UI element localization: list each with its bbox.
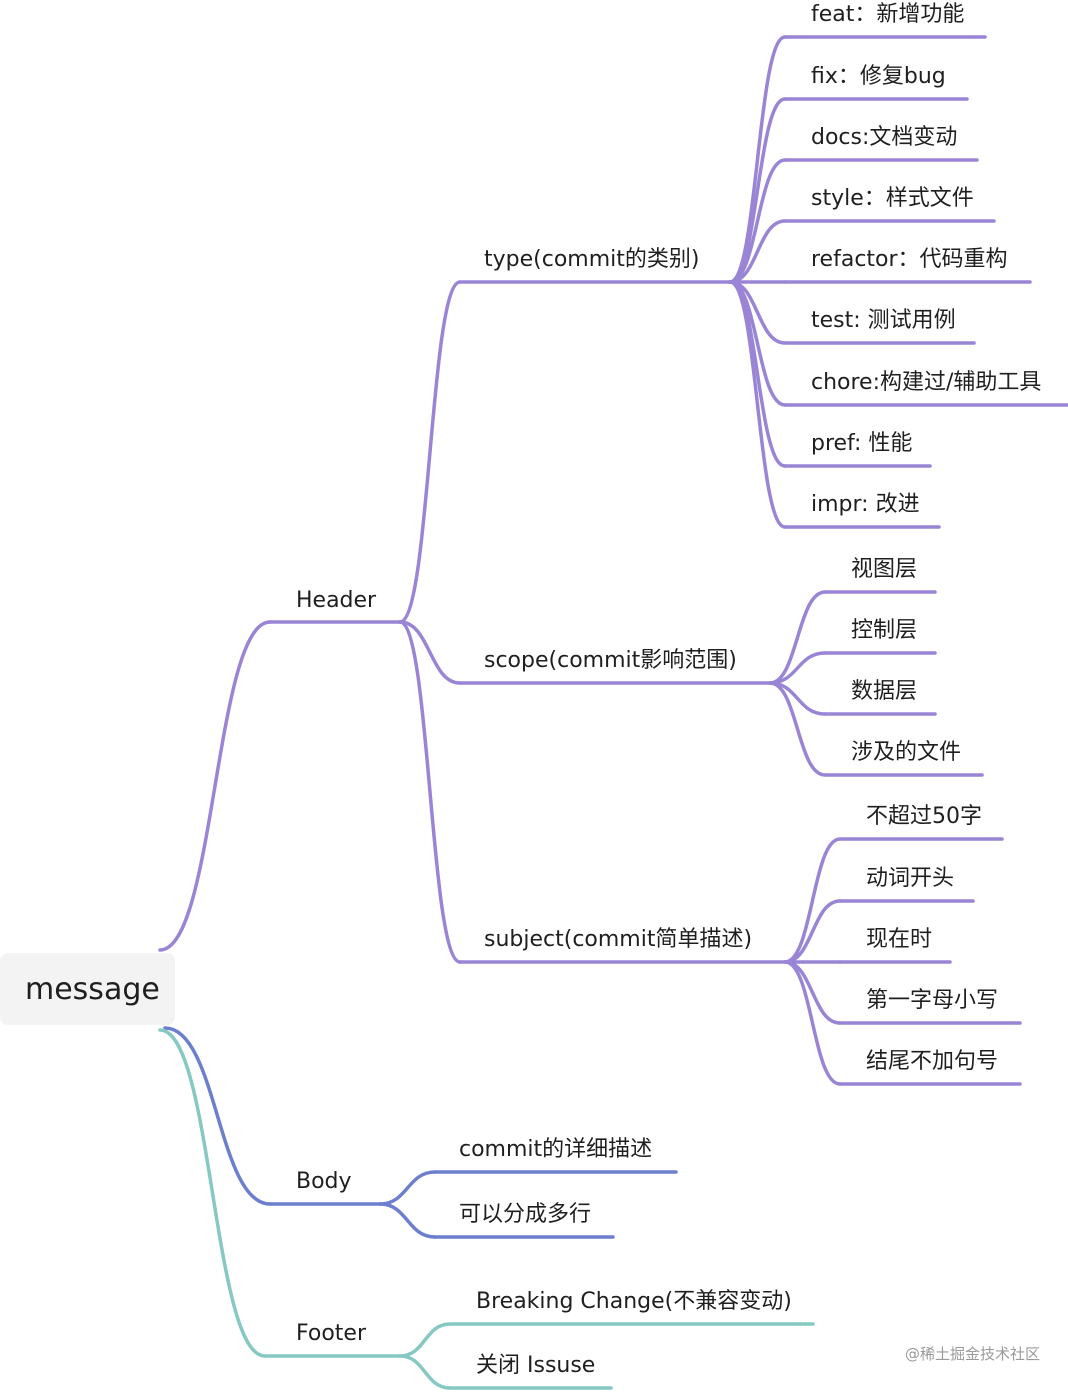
edge-type-item — [728, 35, 787, 284]
type-item-label: docs:文档变动 — [811, 125, 957, 150]
edge-subject-item — [783, 899, 842, 964]
edge-root-header — [158, 620, 272, 952]
root-node-box — [0, 953, 175, 1025]
edge-subject-item — [783, 960, 842, 1025]
scope-item-label: 控制层 — [851, 618, 917, 643]
edge-root-body — [163, 1026, 272, 1206]
scope-item-label: 涉及的文件 — [851, 740, 961, 765]
edge-type-item — [728, 158, 787, 284]
edge-root-footer — [158, 1028, 267, 1358]
subject-item-label: 动词开头 — [866, 866, 954, 891]
edge-footer-item — [398, 1322, 452, 1358]
node-scope: scope(commit影响范围) — [484, 648, 737, 673]
body-item-label: 可以分成多行 — [459, 1202, 591, 1227]
node-footer: Footer — [296, 1321, 367, 1346]
edge-scope-item — [768, 590, 827, 685]
type-item-label: chore:构建过/辅助工具 — [811, 370, 1041, 395]
node-body: Body — [296, 1169, 352, 1194]
edge-type-item — [728, 280, 787, 407]
edge-footer-item — [398, 1354, 452, 1390]
type-item-label: pref: 性能 — [811, 431, 912, 456]
edge-subject-item — [783, 837, 842, 964]
type-item-label: refactor：代码重构 — [811, 247, 1008, 272]
subject-item-label: 结尾不加句号 — [866, 1049, 998, 1074]
subject-item-label: 不超过50字 — [866, 804, 982, 829]
edge-type-item — [728, 219, 787, 284]
root-node-label: message — [25, 972, 160, 1007]
edge-header-type — [398, 280, 462, 624]
scope-item-label: 数据层 — [851, 679, 917, 704]
node-subject: subject(commit简单描述) — [484, 927, 752, 952]
subject-item-label: 第一字母小写 — [866, 988, 998, 1013]
type-item-label: style：样式文件 — [811, 186, 974, 211]
edge-type-item — [728, 280, 787, 529]
footer-item-label: Breaking Change(不兼容变动) — [476, 1289, 792, 1314]
type-item-label: feat：新增功能 — [811, 2, 964, 27]
node-header: Header — [296, 588, 377, 613]
node-type: type(commit的类别) — [484, 247, 699, 272]
edge-header-subject — [398, 620, 462, 964]
footer-item-label: 关闭 Issuse — [476, 1353, 595, 1378]
scope-item-label: 视图层 — [851, 557, 917, 582]
edge-body-item — [378, 1202, 437, 1239]
edge-subject-item — [783, 960, 842, 1086]
mindmap-edges — [158, 35, 1068, 1390]
subject-item-label: 现在时 — [866, 927, 932, 952]
body-item-label: commit的详细描述 — [459, 1137, 652, 1162]
edge-scope-item — [768, 681, 827, 777]
edge-body-item — [378, 1170, 437, 1206]
type-item-label: fix：修复bug — [811, 64, 946, 89]
type-item-label: impr: 改进 — [811, 492, 920, 517]
type-item-label: test: 测试用例 — [811, 308, 956, 333]
watermark: @稀土掘金技术社区 — [905, 1345, 1040, 1363]
edge-header-scope — [398, 620, 462, 685]
